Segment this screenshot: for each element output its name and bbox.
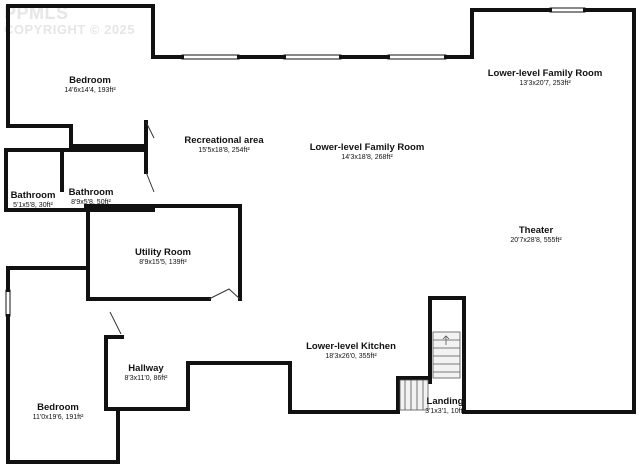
wall-hallway-right — [104, 361, 400, 414]
door-bathroom — [145, 171, 155, 193]
room-bathroom-2: Bathroom 8'9x5'8, 50ft² — [69, 187, 114, 208]
window-3 — [387, 54, 447, 60]
room-dims: 8'9x5'8, 50ft² — [71, 198, 111, 206]
wall-bedroom-2-left-2 — [6, 314, 120, 464]
room-dims: 14'6x14'4, 193ft² — [64, 86, 116, 94]
door-bedroom-2 — [109, 311, 122, 335]
room-bedroom-2: Bedroom 11'0x19'6, 191ft² — [33, 402, 84, 423]
room-name: Bathroom — [68, 187, 114, 198]
wall-top-4 — [444, 8, 552, 59]
wall-bedroom-1 — [6, 4, 155, 59]
room-dims: 8'9x15'5, 139ft² — [139, 258, 187, 266]
room-dims: 14'3x18'8, 268ft² — [341, 153, 393, 161]
room-name: Bathroom — [10, 190, 56, 201]
stairs-landing — [399, 379, 429, 411]
up-arrow-icon — [442, 335, 450, 345]
stairs-run — [432, 331, 461, 379]
room-name: Bedroom — [37, 402, 79, 413]
room-theater: Theater 20'7x28'8, 555ft² — [510, 225, 561, 246]
door-utility — [208, 288, 241, 300]
wall-utility-left — [86, 204, 211, 301]
watermark-brand: PPMLS — [4, 3, 69, 23]
wall-bathrooms — [4, 148, 155, 212]
stairs — [399, 331, 461, 411]
doors — [109, 121, 241, 335]
wall-bedroom-1-left — [6, 4, 73, 148]
room-recreational-area: Recreational area 15'5x18'8, 254ft² — [184, 135, 263, 156]
watermark: PPMLS COPYRIGHT © 2025 — [4, 4, 135, 37]
room-name: Bedroom — [69, 75, 111, 86]
window-5 — [5, 289, 11, 317]
room-name: Hallway — [128, 363, 164, 374]
landing-treads — [404, 380, 424, 410]
room-family-room-1: Lower-level Family Room 14'3x18'8, 268ft… — [310, 142, 425, 163]
room-hallway: Hallway 8'3x11'0, 86ft² — [124, 363, 167, 384]
room-dims: 13'3x20'7, 253ft² — [519, 79, 571, 87]
room-bedroom-1: Bedroom 14'6x14'4, 193ft² — [64, 75, 115, 96]
window-2 — [283, 54, 342, 60]
room-dims: 3'1x3'1, 10ft² — [425, 407, 465, 415]
door-bedroom-1 — [145, 121, 155, 139]
room-dims: 15'5x18'8, 254ft² — [198, 146, 250, 154]
window-4 — [549, 7, 586, 13]
wall-top-5 — [583, 8, 636, 414]
room-name: Theater — [518, 225, 554, 236]
room-bathroom-1: Bathroom 5'1x5'8, 30ft² — [11, 190, 56, 211]
wall-bedroom-1-bottom — [69, 120, 148, 148]
window-1 — [181, 54, 240, 60]
wall-stairs — [428, 296, 636, 414]
room-dims: 11'0x19'6, 191ft² — [32, 413, 84, 421]
windows — [5, 7, 586, 317]
watermark-copyright: COPYRIGHT © 2025 — [4, 21, 136, 37]
room-name: Lower-level Family Room — [487, 68, 603, 79]
room-landing: Landing 3'1x3'1, 10ft² — [425, 396, 465, 417]
room-name: Lower-level Family Room — [309, 142, 425, 153]
room-kitchen: Lower-level Kitchen 18'3x26'0, 355ft² — [306, 341, 396, 362]
room-name: Utility Room — [135, 247, 191, 258]
room-name: Landing — [426, 396, 464, 407]
room-name: Lower-level Kitchen — [306, 341, 396, 352]
room-dims: 20'7x28'8, 555ft² — [510, 236, 562, 244]
room-dims: 8'3x11'0, 86ft² — [124, 374, 168, 382]
room-name: Recreational area — [184, 135, 264, 146]
room-dims: 18'3x26'0, 355ft² — [325, 352, 377, 360]
room-utility-room: Utility Room 8'9x15'5, 139ft² — [135, 247, 191, 268]
stair-treads — [433, 339, 460, 373]
wall-landing — [396, 376, 430, 414]
walls — [4, 4, 636, 464]
room-family-room-2: Lower-level Family Room 13'3x20'7, 253ft… — [488, 68, 603, 89]
room-dims: 5'1x5'8, 30ft² — [13, 201, 53, 209]
